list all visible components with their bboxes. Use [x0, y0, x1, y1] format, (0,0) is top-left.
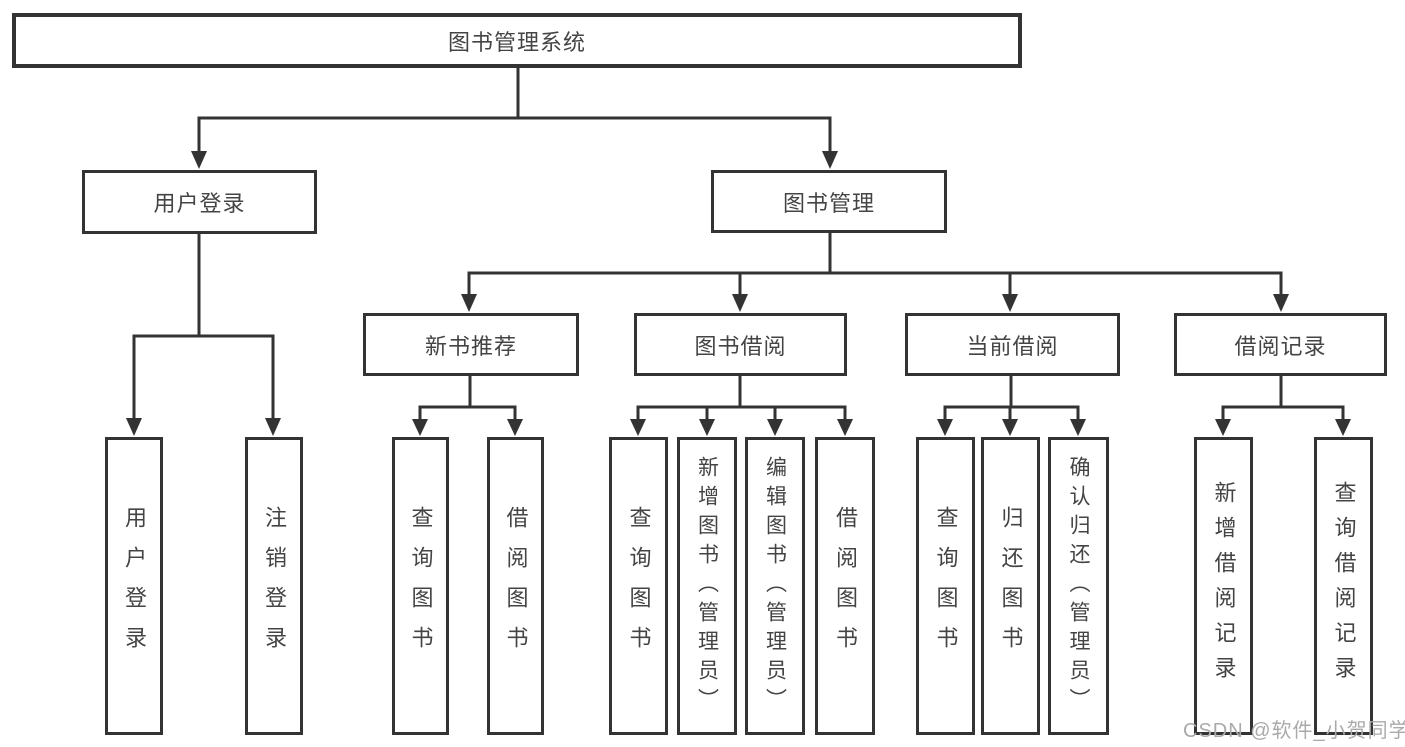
leaf-label: 用户登录 [122, 506, 147, 666]
leaf-query-books-current: 查询图书 [916, 437, 975, 735]
leaf-label: 新增借阅记录 [1211, 481, 1237, 691]
leaf-label: 新增图书（管理员） [695, 455, 719, 717]
node-book-management: 图书管理 [711, 170, 947, 233]
node-book-borrow: 图书借阅 [634, 313, 847, 376]
leaf-return-books: 归还图书 [981, 437, 1040, 735]
node-current-borrow: 当前借阅 [905, 313, 1120, 376]
node-label: 图书管理系统 [447, 29, 586, 55]
leaf-query-books-borrow: 查询图书 [609, 437, 668, 735]
leaf-query-borrow-record: 查询借阅记录 [1314, 437, 1373, 735]
node-label: 当前借阅 [966, 333, 1059, 359]
node-label: 新书推荐 [424, 333, 517, 359]
node-borrow-records: 借阅记录 [1174, 313, 1387, 376]
node-label: 图书借阅 [694, 333, 787, 359]
leaf-label: 借阅图书 [503, 506, 529, 666]
leaf-borrow-books-recommend: 借阅图书 [487, 437, 544, 735]
leaf-add-books-admin: 新增图书（管理员） [677, 437, 737, 735]
leaf-user-login: 用户登录 [105, 437, 163, 735]
node-label: 借阅记录 [1234, 333, 1327, 359]
leaf-confirm-return-admin: 确认归还（管理员） [1048, 437, 1109, 735]
leaf-label: 确认归还（管理员） [1067, 455, 1090, 717]
leaf-label: 注销登录 [262, 506, 287, 666]
leaf-label: 查询借阅记录 [1331, 481, 1357, 691]
leaf-label: 编辑图书（管理员） [763, 455, 787, 717]
node-user-login: 用户登录 [82, 170, 317, 234]
leaf-label: 借阅图书 [833, 506, 858, 666]
node-library-management-system: 图书管理系统 [12, 13, 1022, 68]
leaf-query-books-recommend: 查询图书 [392, 437, 449, 735]
leaf-label: 查询图书 [933, 506, 959, 666]
leaf-edit-books-admin: 编辑图书（管理员） [745, 437, 805, 735]
leaf-label: 归还图书 [998, 506, 1024, 666]
node-new-book-recommend: 新书推荐 [363, 313, 579, 376]
leaf-add-borrow-record: 新增借阅记录 [1194, 437, 1253, 735]
leaf-borrow-books: 借阅图书 [815, 437, 875, 735]
node-label: 图书管理 [782, 190, 875, 216]
leaf-logout: 注销登录 [245, 437, 303, 735]
leaf-label: 查询图书 [626, 506, 652, 666]
csdn-watermark: CSDN @软件_小贺同学 [1183, 720, 1405, 742]
node-label: 用户登录 [153, 191, 246, 216]
leaf-label: 查询图书 [408, 506, 434, 666]
